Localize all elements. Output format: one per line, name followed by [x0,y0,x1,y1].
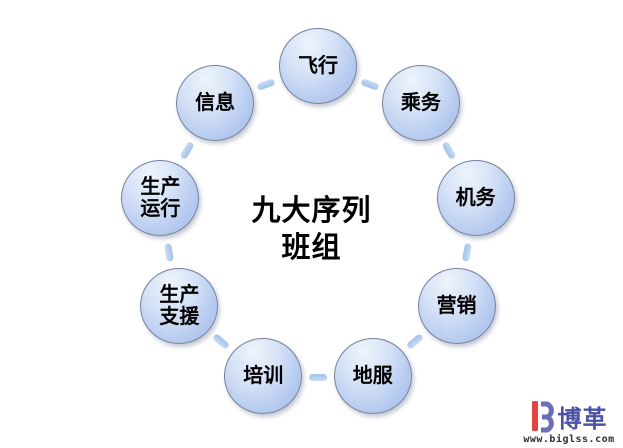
brand-mark-icon [531,401,554,433]
diagram-node: 机务 [436,160,515,237]
connector-dash [179,140,195,161]
diagram-node: 信息 [176,65,255,142]
brand-url: www.biglss.com [523,434,615,445]
connector-dash [211,333,231,351]
diagram-node: 营销 [417,268,496,344]
connector-dash [309,373,327,381]
diagram-node: 地服 [333,338,412,415]
connector-dash [405,333,425,351]
diagram-node: 培训 [224,338,303,415]
diagram-node: 生产 运行 [121,160,200,237]
brand-logo: 博革 www.biglss.com [518,399,620,445]
brand-name: 博革 [557,405,608,433]
diagram-node: 生产 支援 [140,268,219,344]
connector-dash [256,77,276,91]
connector-dash [441,140,457,161]
brand-logo-row: 博革 [518,399,620,433]
connector-dash [359,77,380,91]
diagram-title: 九大序列 班组 [251,195,372,264]
diagram-node: 乘务 [381,65,460,142]
diagram-node: 飞行 [279,28,357,104]
